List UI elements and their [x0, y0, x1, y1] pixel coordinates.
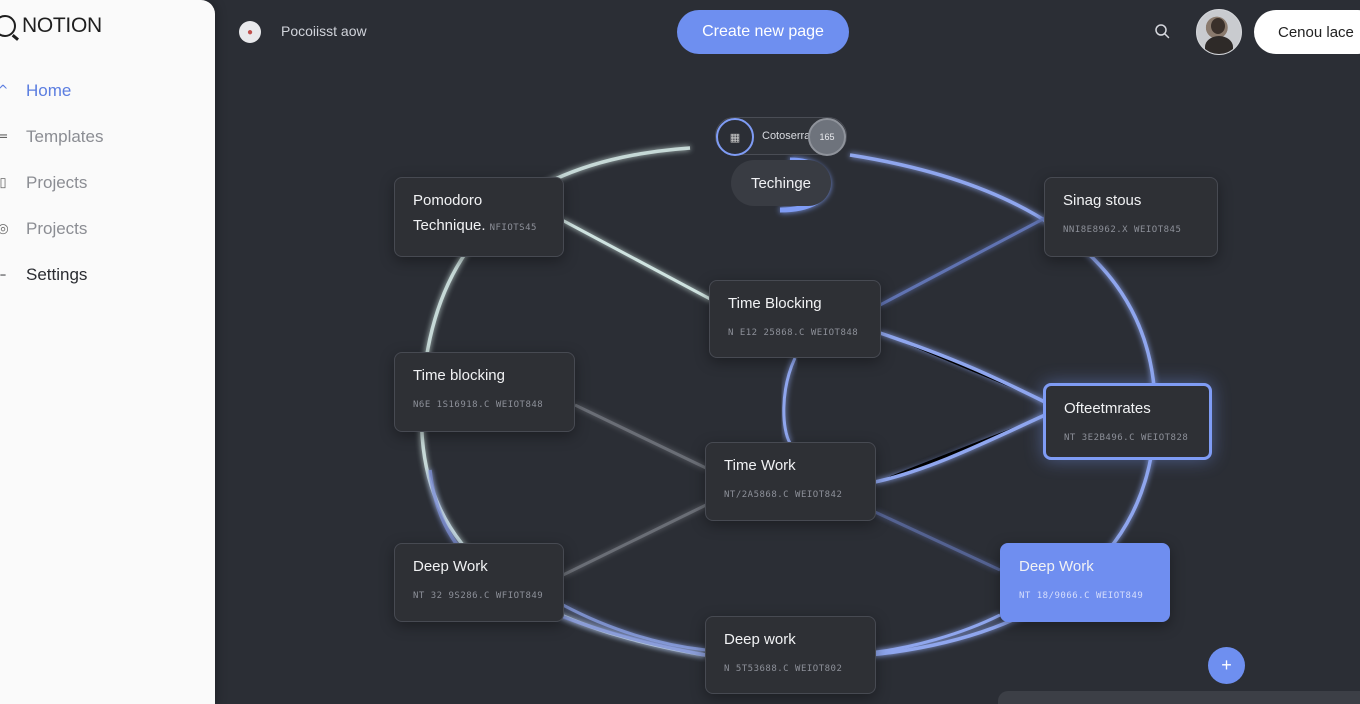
technique-pill[interactable]: Techinge	[731, 160, 831, 206]
edge-ofte-timework	[874, 413, 1046, 484]
bottom-panel-edge	[998, 691, 1360, 704]
user-menu-button[interactable]: Cenou lace	[1254, 10, 1360, 54]
node-title: Ofteetmrates	[1064, 400, 1151, 417]
clipboard-icon: ▯	[0, 175, 7, 191]
sidebar-item-label: Projects	[26, 173, 88, 192]
sidebar-item-label: Projects	[26, 219, 88, 238]
sidebar-item-settings[interactable]: – Settings	[0, 252, 215, 298]
chevron-up-icon: ^	[0, 83, 9, 99]
notion-logo-icon	[0, 15, 16, 37]
search-icon[interactable]	[1154, 23, 1170, 39]
node-meta: NT/2A5868.C WEIOT842	[724, 490, 843, 500]
sidebar-item-templates[interactable]: = Templates	[0, 114, 215, 160]
graph-node-time-work[interactable]: Time Work NT/2A5868.C WEIOT842	[705, 442, 876, 521]
node-meta: NFIOTS45	[489, 223, 537, 233]
sidebar-item-label: Templates	[26, 127, 104, 146]
node-title: Sinag stous	[1063, 192, 1142, 209]
node-meta: NT 32 9S286.C WFIOT849	[413, 591, 544, 601]
chip-count-badge: 165	[808, 118, 846, 156]
node-meta: NT 3E2B496.C WEIOT828	[1064, 433, 1189, 443]
node-title: Time Blocking	[728, 295, 822, 312]
node-title: Deep work	[724, 631, 796, 648]
graph-node-deep-work-bottom[interactable]: Deep work N 5T53688.C WEIOT802	[705, 616, 876, 694]
sidebar-item-projects[interactable]: ▯ Projects	[0, 160, 215, 206]
node-title: Time blocking	[413, 367, 505, 384]
node-meta: N6E 1S16918.C WEIOT848	[413, 400, 544, 410]
graph-node-sinag-stous[interactable]: Sinag stous NNI8E8962.X WEIOT845	[1044, 177, 1218, 257]
sidebar-nav: ^ Home = Templates ▯ Projects ◎ Projects…	[0, 68, 215, 298]
graph-node-deep-work[interactable]: Deep Work NT 32 9S286.C WFIOT849	[394, 543, 564, 622]
edge-deepwork-right-ring	[875, 613, 1001, 654]
user-avatar[interactable]	[1196, 9, 1242, 55]
node-meta: N 5T53688.C WEIOT802	[724, 664, 843, 674]
sidebar: NOTION ^ Home = Templates ▯ Projects ◎ P…	[0, 0, 215, 704]
node-title-line2: Technique.	[413, 217, 486, 234]
node-title: Deep Work	[413, 558, 488, 575]
sidebar-item-projects-2[interactable]: ◎ Projects	[0, 206, 215, 252]
node-meta: N E12 25868.C WEIOT848	[728, 328, 859, 338]
logo-text: NOTION	[22, 14, 102, 37]
sidebar-item-home[interactable]: ^ Home	[0, 68, 215, 114]
node-title: Deep Work	[1019, 558, 1094, 575]
node-meta: NNI8E8962.X WEIOT845	[1063, 225, 1182, 235]
graph-node-deep-work-selected[interactable]: Deep Work NT 18/9066.C WEIOT849	[1000, 543, 1170, 622]
edge-timework-deepwork-right	[874, 510, 1001, 572]
edge-timeblocking2-timework	[574, 403, 707, 470]
create-new-page-button[interactable]: Create new page	[677, 10, 849, 54]
target-icon: ◎	[0, 221, 9, 237]
sidebar-item-label: Home	[26, 81, 72, 100]
edge-timeblocking-ofte	[879, 331, 1046, 404]
chip-label: Cotoserra	[762, 130, 811, 142]
edge-deepwork-ring	[562, 603, 707, 652]
plus-icon: +	[1221, 655, 1232, 675]
edge-pomodoro-timeblocking	[561, 218, 713, 302]
add-node-button[interactable]: +	[1208, 647, 1245, 684]
node-title: Time Work	[724, 457, 796, 474]
edge-deepwork-timework	[562, 503, 707, 577]
node-type-icon: ▦	[716, 118, 754, 156]
list-icon: =	[0, 129, 9, 145]
graph-node-ofteetmrates[interactable]: Ofteetmrates NT 3E2B496.C WEIOT828	[1043, 383, 1212, 460]
graph-top-chip[interactable]: ▦ Cotoserra 165	[715, 117, 847, 156]
graph-node-time-blocking-2[interactable]: Time blocking N6E 1S16918.C WEIOT848	[394, 352, 575, 432]
workspace-icon[interactable]: ●	[239, 21, 261, 43]
node-meta: NT 18/9066.C WEIOT849	[1019, 591, 1144, 601]
edge-timeblocking-sinag	[879, 216, 1046, 307]
sidebar-item-label: Settings	[26, 265, 88, 284]
workspace-name[interactable]: Pocoiisst aow	[281, 23, 367, 39]
node-title: Pomodoro	[413, 192, 483, 209]
app-logo[interactable]: NOTION	[0, 14, 102, 38]
edge-center-vertical	[782, 357, 797, 444]
graph-node-time-blocking[interactable]: Time Blocking N E12 25868.C WEIOT848	[709, 280, 881, 358]
minus-icon: –	[0, 267, 7, 283]
graph-node-pomodoro[interactable]: Pomodoro Technique. NFIOTS45	[394, 177, 564, 257]
